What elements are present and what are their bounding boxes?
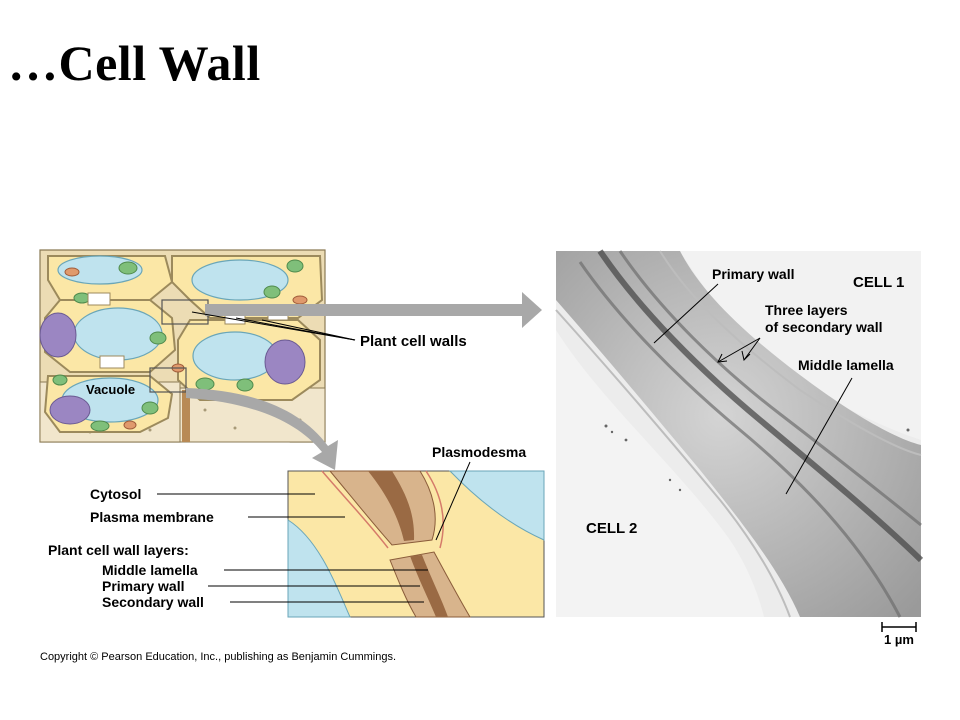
plasma-membrane-line — [321, 470, 389, 549]
cytosol-label: Cytosol — [90, 486, 141, 502]
micrograph-layer-line — [578, 261, 902, 618]
copyright-notice: Copyright © Pearson Education, Inc., pub… — [40, 651, 397, 663]
secondary-layers-line1: Three layers — [765, 302, 848, 318]
micrograph-cell1-area — [680, 251, 921, 440]
micro-middle-lamella-label: Middle lamella — [798, 357, 894, 373]
wall-layers-heading: Plant cell wall layers: — [48, 542, 189, 558]
electron-micrograph — [555, 249, 924, 618]
vacuole-label: Vacuole — [86, 382, 135, 397]
nucleus — [264, 339, 306, 385]
secondary-wall-label: Secondary wall — [102, 594, 204, 610]
upper-middle-lamella — [368, 471, 415, 541]
secondary-layers-line2: of secondary wall — [765, 319, 882, 335]
plasma-membrane-label: Plasma membrane — [90, 509, 214, 525]
nucleus — [49, 395, 91, 425]
slide-title: …Cell Wall — [8, 35, 261, 91]
zoom-box-plasmodesma — [149, 367, 187, 393]
vacuole-middle — [73, 307, 163, 361]
scale-bar — [881, 622, 917, 632]
secondary-layers-arrows — [717, 337, 761, 363]
nucleus — [39, 312, 77, 358]
cell-block-wall-cut — [182, 390, 190, 442]
micrograph-edge-line — [555, 309, 791, 618]
plasmodesma-leader — [435, 461, 471, 541]
micrograph-middle-lamella-line — [597, 249, 924, 563]
cell2-label: CELL 2 — [586, 520, 637, 537]
plasma-membrane-line — [425, 470, 444, 549]
plant-cell-walls-leaders — [191, 311, 356, 341]
plasmodesma-label: Plasmodesma — [432, 444, 526, 460]
vacuole-right — [192, 331, 278, 381]
enlargement-vacuole-right — [448, 470, 545, 541]
plasmodesma-enlargement — [287, 470, 545, 618]
enlargement-vacuole-left — [287, 519, 351, 618]
micro-primary-wall-label: Primary wall — [712, 266, 795, 282]
micrograph-layer-line — [618, 250, 922, 527]
micrograph-edge-line — [659, 250, 922, 456]
scale-bar-label: 1 µm — [884, 632, 914, 647]
middle-lamella-label: Middle lamella — [102, 562, 198, 578]
micrograph-specks — [604, 424, 910, 492]
mitochondria — [64, 267, 308, 430]
arrow-to-micrograph — [205, 292, 542, 328]
micrograph-cell2-area — [556, 330, 764, 617]
chloroplasts — [52, 259, 304, 432]
primary-wall-label: Primary wall — [102, 578, 185, 594]
plant-cell-walls-label: Plant cell walls — [360, 333, 467, 350]
micro-middle-lamella-leader — [785, 377, 853, 495]
arrow-to-enlargement — [186, 388, 338, 470]
cell-block-diagram: Vacuole — [39, 249, 326, 443]
cell1-label: CELL 1 — [853, 274, 904, 291]
micro-primary-wall-leader — [653, 283, 719, 344]
vacuole-top-left — [57, 255, 143, 285]
